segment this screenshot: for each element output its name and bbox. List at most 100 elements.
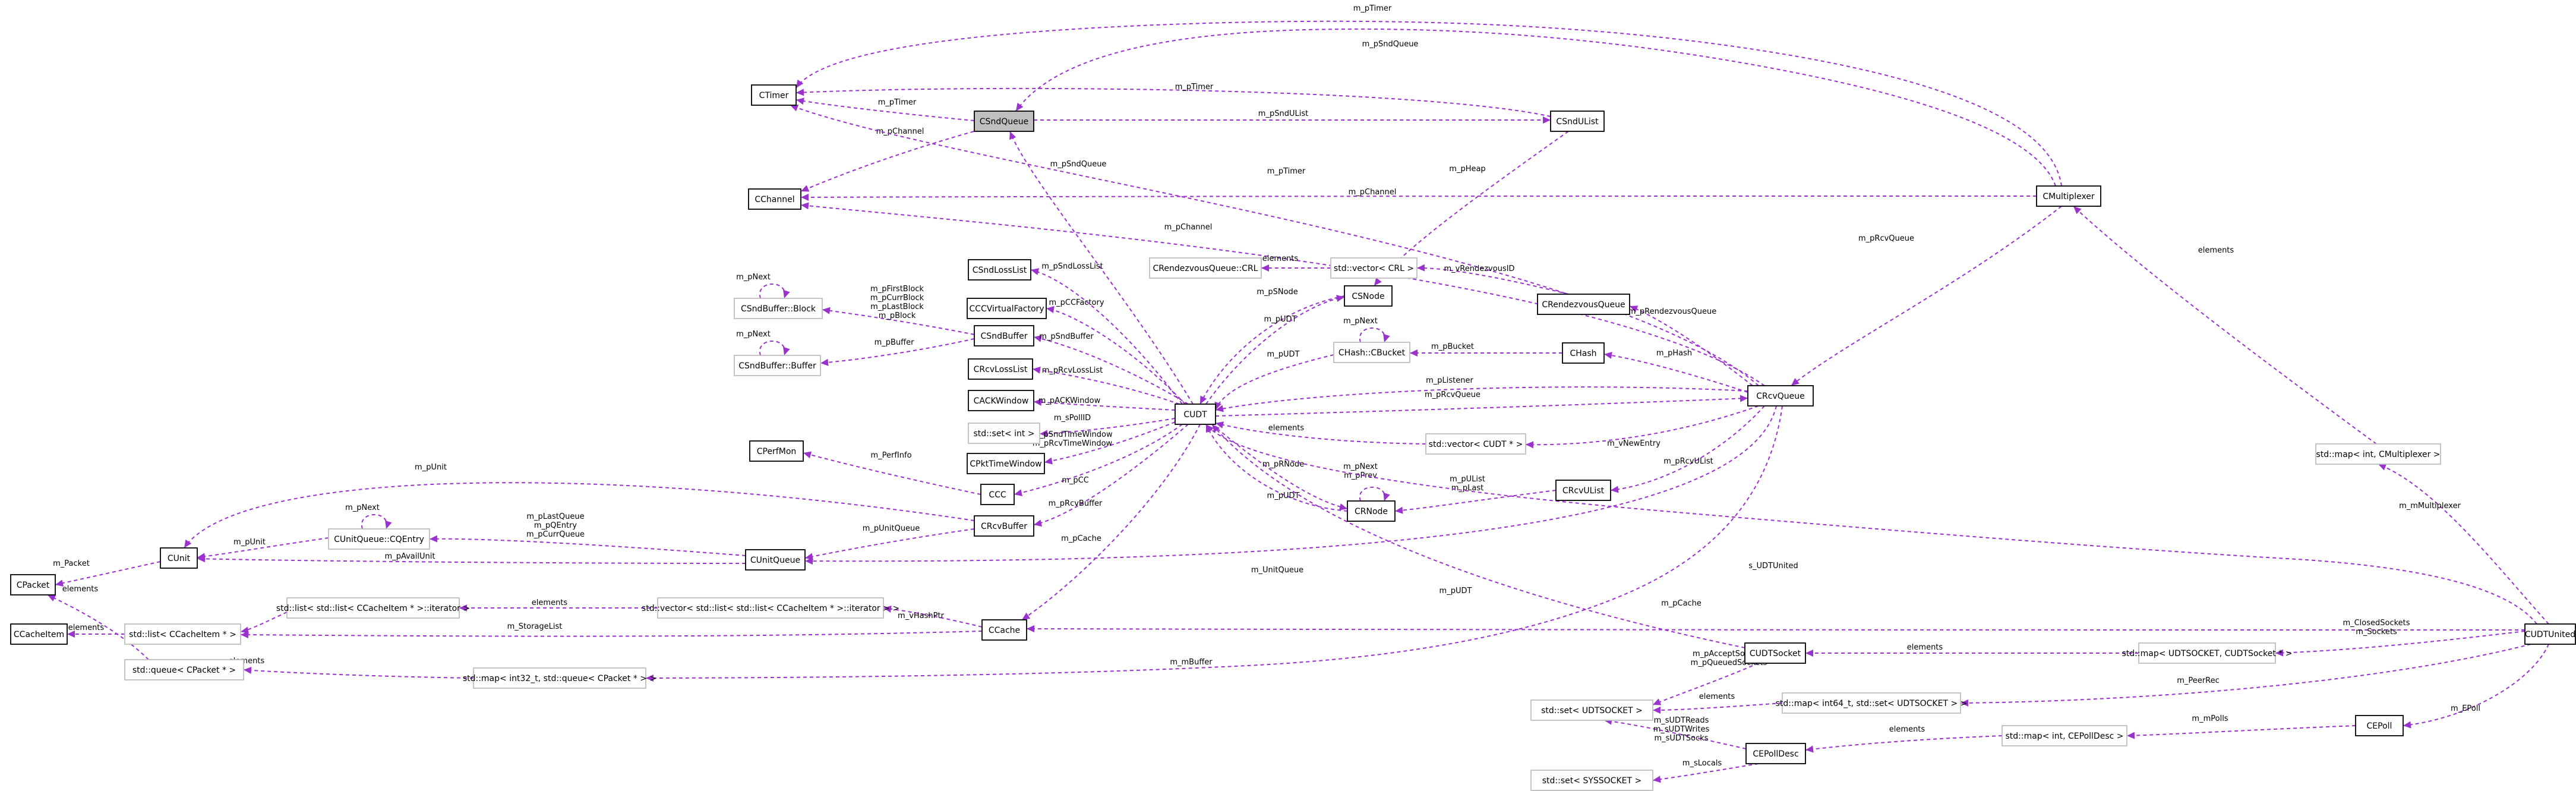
arrow-head-icon: [801, 202, 809, 210]
node-CMultiplexer[interactable]: CMultiplexer: [2036, 185, 2101, 207]
node-label: CUnit: [168, 554, 191, 563]
edge-CCC-to-CPerfMon: m_PerfInfo: [803, 451, 981, 495]
arrow-head-icon: [1791, 378, 1800, 386]
node-label: std::vector< CUDT * >: [1429, 440, 1523, 449]
node-CSndBufBuffer[interactable]: CSndBuffer::Buffer: [734, 355, 821, 376]
edge-CUDTUnited-to-MapInt64Set: m_PeerRec: [1960, 644, 2531, 707]
edge-label: s_UDTUnited: [1748, 562, 1798, 571]
edge-line: [645, 405, 1783, 679]
node-CRcvUList[interactable]: CRcvUList: [1555, 480, 1611, 501]
node-CHashBucket[interactable]: CHash::CBucket: [1333, 342, 1410, 363]
edge-CUDTUnited-to-CUDT: s_UDTUnited: [1205, 424, 2537, 625]
edge-CSndUList-to-CSNode: m_pHeap: [1374, 131, 1569, 286]
node-label: CTimer: [759, 91, 789, 100]
node-CRNode[interactable]: CRNode: [1347, 500, 1396, 522]
node-box: [1744, 642, 1806, 664]
node-CCC[interactable]: CCC: [980, 484, 1015, 505]
edge-CSndBufBuffer-to-CSndBufBuffer: m_pNext: [736, 330, 790, 356]
node-ListCCacheItem[interactable]: std::list< CCacheItem * >: [124, 623, 241, 645]
edge-CRcvQueue-to-CUnitQueue: m_UnitQueue: [804, 405, 1777, 575]
arrow-head-icon: [459, 604, 467, 612]
node-CUnitQueue[interactable]: CUnitQueue: [745, 549, 806, 571]
node-MapInt32Queue[interactable]: std::map< int32_t, std::queue< CPacket *…: [463, 667, 656, 689]
node-CPerfMon[interactable]: CPerfMon: [749, 440, 804, 462]
node-CSndUList[interactable]: CSndUList: [1550, 111, 1605, 132]
node-CRcvLossList[interactable]: CRcvLossList: [968, 358, 1033, 380]
arrow-head-icon: [783, 289, 790, 298]
node-CPktTimeWindow[interactable]: CPktTimeWindow: [967, 453, 1045, 474]
edge-line: [1215, 386, 1748, 411]
arrow-head-icon: [1200, 395, 1207, 404]
node-CCacheItem[interactable]: CCacheItem: [10, 623, 68, 645]
node-CCache[interactable]: CCache: [981, 619, 1027, 641]
edge-label: elements: [62, 585, 99, 594]
edge-line: [1652, 702, 1783, 711]
node-CRcvBuffer[interactable]: CRcvBuffer: [974, 515, 1034, 537]
node-CChannel[interactable]: CChannel: [748, 188, 801, 210]
node-label: CPerfMon: [757, 447, 797, 456]
arrow-head-icon: [1417, 264, 1425, 272]
node-MapUDTSOCKET[interactable]: std::map< UDTSOCKET, CUDTSocket * >: [2122, 642, 2293, 664]
node-MapInt64Set[interactable]: std::map< int64_t, std::set< UDTSOCKET >…: [1776, 692, 1968, 714]
edge-CRcvBuffer-to-CUnit: m_pUnit: [184, 463, 975, 549]
edge-label: m_pRNode: [1262, 460, 1304, 469]
node-CUDT[interactable]: CUDT: [1175, 404, 1216, 425]
edge-label: m_pRcvUList: [1663, 457, 1713, 466]
edge-line: [1205, 297, 1345, 405]
node-CCCVirtualFactory[interactable]: CCCVirtualFactory: [967, 298, 1047, 319]
node-label: CEPoll: [2367, 721, 2392, 731]
node-CUnit[interactable]: CUnit: [160, 547, 198, 569]
node-VectorListIter[interactable]: std::vector< std::list< std::list< CCach…: [642, 597, 899, 619]
node-VectorCRL[interactable]: std::vector< CRL >: [1330, 257, 1418, 279]
edge-label: m_pTimer: [1267, 167, 1306, 176]
arrow-head-icon: [1031, 268, 1040, 275]
node-CPacket[interactable]: CPacket: [10, 574, 56, 595]
edge-label: m_pLastQueue: [526, 512, 584, 521]
node-CSndBuffer[interactable]: CSndBuffer: [974, 325, 1034, 346]
node-CEPollDesc[interactable]: CEPollDesc: [1745, 743, 1806, 764]
arrow-head-icon: [1044, 457, 1053, 465]
edge-CRcvQueue-to-CUDT: m_pListener: [1215, 376, 1748, 412]
edge-CUDT-to-SetInt: m_sPollID: [1039, 414, 1176, 437]
node-CTimer[interactable]: CTimer: [751, 84, 797, 106]
node-RendezvousCRL[interactable]: CRendezvousQueue::CRL: [1149, 257, 1262, 279]
edge-label: m_pSndTimeWindow: [1032, 430, 1113, 439]
edge-MapInt32Queue-to-QueuePacket: elements: [229, 657, 474, 679]
edge-label: m_pUDT: [1439, 587, 1472, 595]
arrow-head-icon: [1214, 401, 1221, 410]
node-MapIntCEPollDesc[interactable]: std::map< int, CEPollDesc >: [2002, 725, 2127, 746]
node-CSNode[interactable]: CSNode: [1344, 285, 1393, 307]
node-SetInt[interactable]: std::set< int >: [968, 423, 1040, 444]
node-box: [968, 423, 1040, 444]
edge-CUDTUnited-to-CCache: m_pCache: [1026, 599, 2526, 633]
node-CSndQueue[interactable]: CSndQueue: [974, 111, 1034, 132]
edge-label: m_pCC: [1062, 476, 1089, 485]
arrow-head-icon: [1014, 489, 1023, 496]
node-MapIntMux[interactable]: std::map< int, CMultiplexer >: [2315, 443, 2441, 465]
node-CHash[interactable]: CHash: [1562, 342, 1605, 364]
node-CEPoll[interactable]: CEPoll: [2355, 715, 2404, 736]
node-SetUDTSOCKET[interactable]: std::set< UDTSOCKET >: [1530, 699, 1653, 721]
node-SetSYSSOCKET[interactable]: std::set< SYSSOCKET >: [1530, 770, 1653, 791]
edge-line: [804, 528, 975, 559]
node-CUDTUnited[interactable]: CUDTUnited: [2524, 623, 2576, 645]
arrow-head-icon: [1027, 625, 1035, 633]
node-CSndLossList[interactable]: CSndLossList: [968, 259, 1031, 281]
node-ListIter[interactable]: std::list< std::list< CCacheItem * >::it…: [276, 597, 470, 619]
node-CACKWindow[interactable]: CACKWindow: [968, 390, 1034, 411]
edge-CUDT-to-CRNode: m_pRNode: [1211, 424, 1348, 510]
node-CRcvQueue[interactable]: CRcvQueue: [1747, 385, 1814, 406]
arrow-head-icon: [2403, 721, 2411, 729]
edge-label: m_pLast: [1451, 484, 1484, 493]
node-VectorCUDT[interactable]: std::vector< CUDT * >: [1425, 433, 1526, 455]
node-label: std::set< int >: [973, 429, 1034, 439]
edge-line: [1805, 735, 2003, 751]
node-CUDTSocket[interactable]: CUDTSocket: [1744, 642, 1806, 664]
node-QueuePacket[interactable]: std::queue< CPacket * >: [124, 659, 244, 680]
node-CUnitQueueCQEntry[interactable]: CUnitQueue::CQEntry: [328, 528, 430, 550]
node-CRendezvousQueue[interactable]: CRendezvousQueue: [1537, 294, 1630, 315]
arrow-head-icon: [241, 631, 249, 639]
node-CSndBlock[interactable]: CSndBuffer::Block: [734, 298, 823, 319]
arrow-head-icon: [1653, 698, 1662, 705]
